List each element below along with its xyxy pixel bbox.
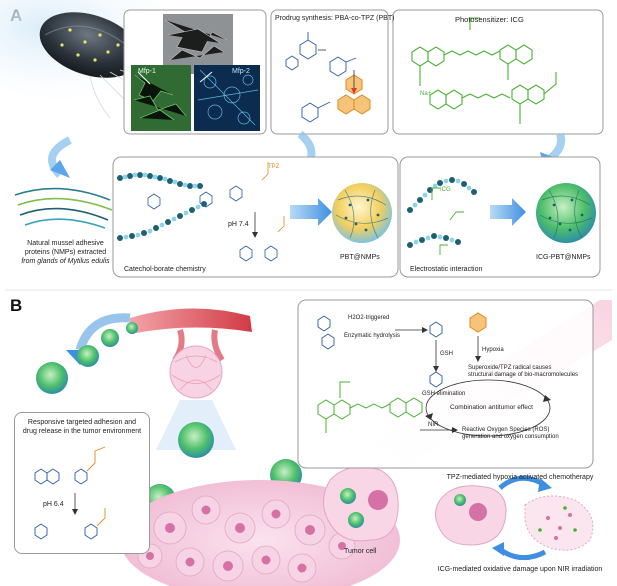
superoxide-line1: Superoxide/TPZ radical causes <box>468 365 552 371</box>
gsh-elimination-label: GSH elimination <box>422 391 466 397</box>
nmp-caption-line3: from glands of Mytilus edulis <box>21 258 110 265</box>
superoxide-line2: structural damage of bio-macromolecules <box>468 372 579 378</box>
icg-mediated-label: ICG-mediated oxidative damage upon NIR i… <box>437 566 603 573</box>
ros-line1: Reactive Oxygen Species (ROS) <box>462 427 550 433</box>
panel-b-letter: B <box>10 296 23 315</box>
ph-64-label: pH 6.4 <box>43 501 64 508</box>
hypoxia-label: Hypoxia <box>482 347 504 353</box>
combination-label: Combination antitumor effect <box>450 404 533 411</box>
gsh-label: GSH <box>440 351 454 357</box>
nmp-caption-line1: Natural mussel adhesive <box>27 240 104 247</box>
panel-a-letter: A <box>10 6 23 25</box>
nmp-caption-line2: proteins (NMPs) extracted <box>24 249 107 256</box>
adhesion-title-line2: drug release in the tumor environment <box>22 428 142 435</box>
icg-pbt-nmps-label: ICG-PBT@NMPs <box>536 254 591 261</box>
nir-label: NIR <box>428 422 439 428</box>
enzymatic-label: Enzymatic hydrolysis <box>344 333 401 339</box>
h2o2-label: H2O2-triggered <box>348 315 390 321</box>
catechol-borate-label: Catechol-borate chemistry <box>124 266 206 273</box>
adhesion-inset-box: Responsive targeted adhesion and drug re… <box>14 412 150 554</box>
ph-74-label: pH 7.4 <box>228 221 249 228</box>
icg-tag: ICG <box>440 187 451 193</box>
ros-line2: generation and oxygen consumption <box>462 434 559 440</box>
tpz-tag: TPZ <box>268 164 280 170</box>
adhesion-title-line1: Responsive targeted adhesion and <box>27 419 137 426</box>
prodrug-title: Prodrug synthesis: PBA-co-TPZ (PBT) <box>275 15 395 22</box>
na-tag: Na+ <box>420 91 432 97</box>
adhesion-chemistry-drawing <box>34 446 106 540</box>
photosensitizer-title: Photosensitizer: ICG <box>455 15 524 24</box>
pbt-nmps-label: PBT@NMPs <box>340 254 380 261</box>
mfp1-label: Mfp-1 <box>138 68 156 75</box>
tpz-mediated-label: TPZ-mediated hypoxia activated chemother… <box>446 474 594 481</box>
mfp2-label: Mfp-2 <box>232 68 250 75</box>
electrostatic-label: Electrostatic interaction <box>410 266 483 273</box>
tumor-cell-label: Tumor cell <box>344 548 377 555</box>
